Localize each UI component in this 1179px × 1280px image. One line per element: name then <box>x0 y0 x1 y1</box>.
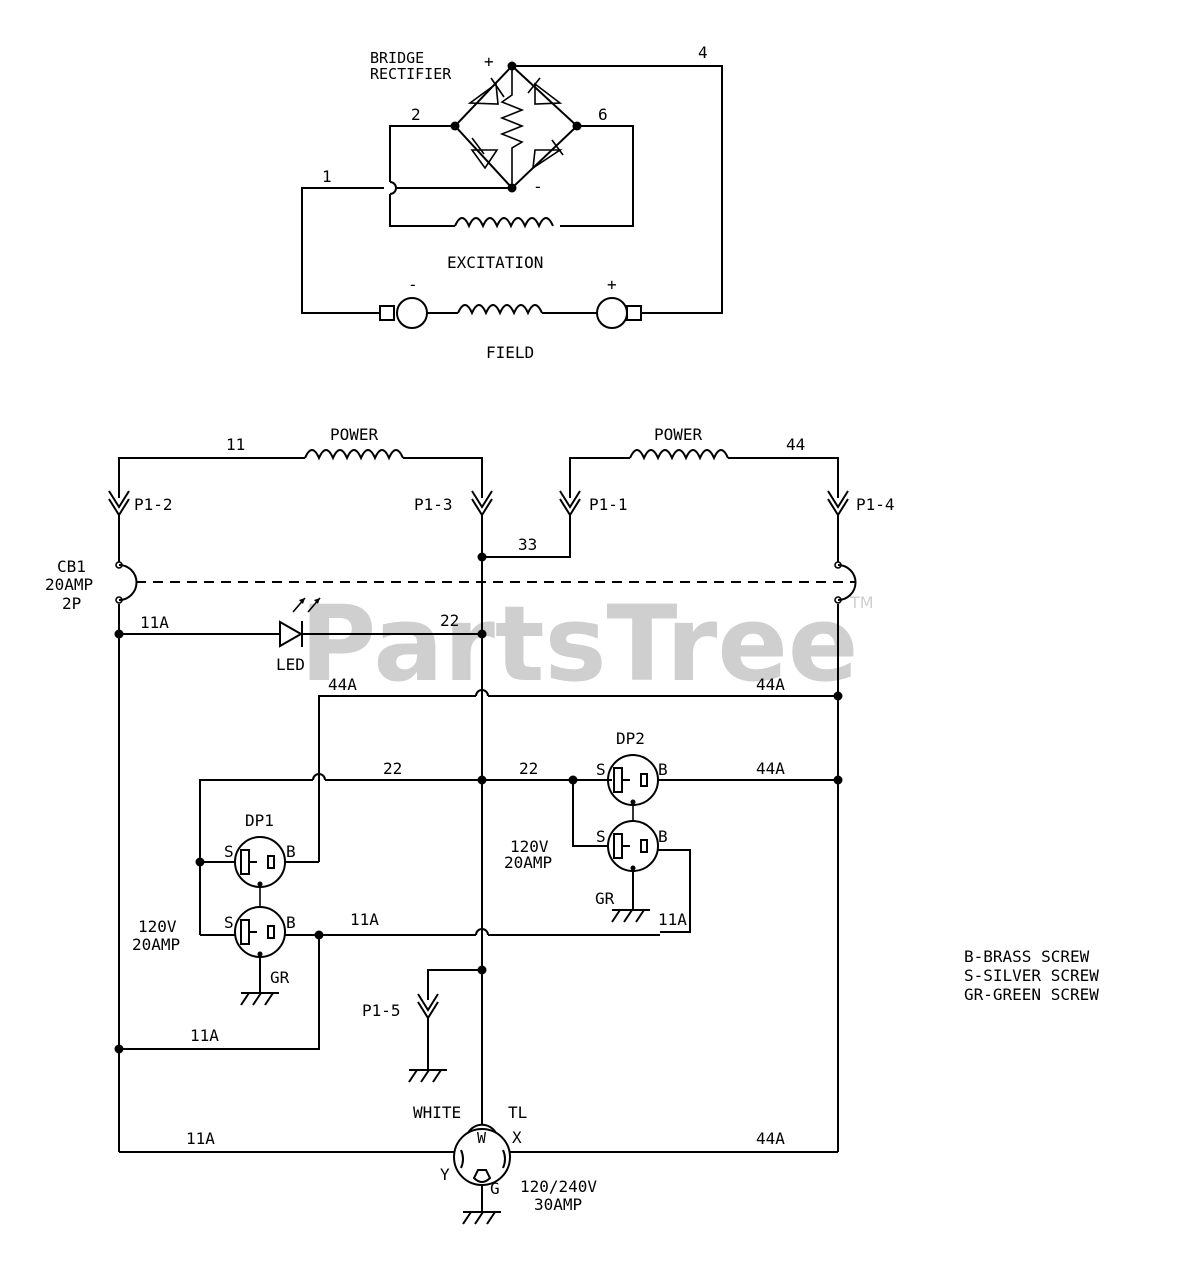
wire-44a-left-label: 44A <box>328 675 357 694</box>
duplex-receptacle-dp2 <box>607 754 659 872</box>
dp1-amps: 20AMP <box>132 935 180 954</box>
ground-icon <box>408 1069 447 1083</box>
dp1-b-top: B <box>286 842 296 861</box>
wire-11a-bottom-label: 11A <box>186 1129 215 1148</box>
dp1-s-top: S <box>224 842 234 861</box>
p1-5-label: P1-5 <box>362 1001 401 1020</box>
p1-4-label: P1-4 <box>856 495 895 514</box>
wire-11-label: 11 <box>226 435 245 454</box>
wire-6-label: 6 <box>598 105 608 124</box>
dp1-voltage: 120V <box>138 917 177 936</box>
watermark: PartsTree <box>300 583 858 705</box>
tl-y-label: Y <box>440 1165 450 1184</box>
bridge-label-1: BRIDGE <box>370 49 424 67</box>
duplex-receptacle-dp1 <box>234 836 286 958</box>
dp2-voltage: 120V <box>510 837 549 856</box>
power-label-left: POWER <box>330 425 379 444</box>
brush-icon <box>396 297 428 329</box>
wire-44a-bottom-label: 44A <box>756 1129 785 1148</box>
dp1-s-bottom: S <box>224 913 234 932</box>
dp1-gr: GR <box>270 968 290 987</box>
led-label: LED <box>276 655 305 674</box>
power-winding-left-icon <box>304 449 404 461</box>
dp2-s-top: S <box>596 760 606 779</box>
legend-green: GR-GREEN SCREW <box>964 985 1099 1004</box>
cb1-label: CB1 <box>57 557 86 576</box>
wire-4-label: 4 <box>698 43 708 62</box>
field-minus: - <box>408 275 418 294</box>
diode-icon <box>532 149 563 170</box>
legend-silver: S-SILVER SCREW <box>964 966 1099 985</box>
ground-icon <box>462 1211 501 1225</box>
p1-2-label: P1-2 <box>134 495 173 514</box>
wire-11a-low-label: 11A <box>190 1026 219 1045</box>
tl-g-label: G <box>490 1179 500 1198</box>
ground-icon <box>240 992 279 1006</box>
wire-44a-right-label: 44A <box>756 675 785 694</box>
wire-11a-led-label: 11A <box>140 613 169 632</box>
watermark-tm: TM <box>849 593 874 612</box>
rectifier-minus: - <box>533 177 543 196</box>
tl-w-terminal: W <box>477 1129 487 1147</box>
excitation-coil-icon <box>454 217 554 229</box>
dp2-label: DP2 <box>616 729 645 748</box>
ground-icon <box>611 909 650 923</box>
dp2-b-top: B <box>658 760 668 779</box>
resistor-icon <box>499 66 525 188</box>
cb1-poles: 2P <box>62 594 81 613</box>
wire-11a-dp2-label: 11A <box>658 910 687 929</box>
p1-3-label: P1-3 <box>414 495 453 514</box>
wire-22-mid-right-label: 22 <box>519 759 538 778</box>
rectifier-plus: + <box>484 52 494 71</box>
legend-brass: B-BRASS SCREW <box>964 947 1090 966</box>
dp2-b-bottom: B <box>658 827 668 846</box>
bridge-label-2: RECTIFIER <box>370 65 452 83</box>
wire-22-led-label: 22 <box>440 611 459 630</box>
power-winding-right-icon <box>629 449 729 461</box>
wire-44-label: 44 <box>786 435 805 454</box>
wire-33-label: 33 <box>518 535 537 554</box>
excitation-label: EXCITATION <box>447 253 543 272</box>
diode-icon <box>470 149 499 170</box>
tl-label: TL <box>508 1103 527 1122</box>
wire-11a-dp1-label: 11A <box>350 910 379 929</box>
dp1-label: DP1 <box>245 811 274 830</box>
wire-22-mid-left-label: 22 <box>383 759 402 778</box>
tl-amps: 30AMP <box>534 1195 582 1214</box>
field-coil-icon <box>457 304 543 316</box>
wire-44a-dp2-label: 44A <box>756 759 785 778</box>
bridge-rectifier <box>450 61 582 193</box>
dp1-b-bottom: B <box>286 913 296 932</box>
power-label-right: POWER <box>654 425 703 444</box>
field-label: FIELD <box>486 343 534 362</box>
cb1-rating: 20AMP <box>45 575 93 594</box>
dp2-s-bottom: S <box>596 827 606 846</box>
diode-icon <box>534 82 563 105</box>
dp2-amps: 20AMP <box>504 853 552 872</box>
tl-voltage: 120/240V <box>520 1177 597 1196</box>
white-label: WHITE <box>413 1103 461 1122</box>
brush-icon <box>596 297 628 329</box>
tl-x-label: X <box>512 1128 522 1147</box>
wire-2-label: 2 <box>411 105 421 124</box>
diode-icon <box>467 82 499 105</box>
dp2-gr: GR <box>595 889 615 908</box>
p1-1-label: P1-1 <box>589 495 628 514</box>
wire-1-label: 1 <box>322 167 332 186</box>
field-plus: + <box>607 275 617 294</box>
breaker-cb1 <box>115 561 857 604</box>
